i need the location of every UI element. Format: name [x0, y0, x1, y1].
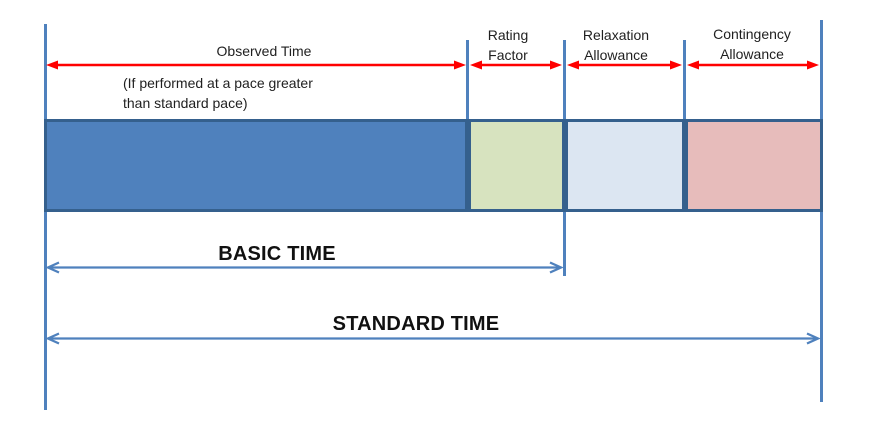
rating-factor-bar	[468, 119, 565, 212]
arrowhead-right	[670, 60, 682, 70]
observed-time-label: Observed Time	[216, 43, 312, 59]
arrowhead-right	[806, 332, 821, 345]
rating-factor-range-arrow	[470, 60, 562, 70]
arrowhead-right	[454, 60, 466, 70]
relaxation-start-line	[563, 40, 566, 120]
contingency-allowance-label: Contingency Allowance	[713, 26, 791, 62]
relaxation-allowance-label: Relaxation Allowance	[582, 27, 650, 63]
contingency-start-line	[683, 40, 686, 120]
arrowhead-right	[549, 261, 564, 274]
basic-time-arrow	[45, 261, 564, 274]
left-boundary-line	[44, 24, 47, 410]
contingency-allowance-range-arrow	[687, 60, 819, 70]
arrowhead-left	[567, 60, 579, 70]
basic-time-label: BASIC TIME	[218, 243, 336, 265]
arrowhead-left	[45, 332, 60, 345]
standard-time-label: STANDARD TIME	[332, 313, 500, 335]
contingency-allowance-bar	[685, 119, 823, 212]
relaxation-allowance-bar	[565, 119, 685, 212]
basic-time-end-line	[563, 212, 566, 276]
observed-time-bar	[44, 119, 468, 212]
rating-factor-label: Rating Factor	[487, 27, 529, 63]
observed-time-note: (If performed at a pace greater than sta…	[123, 75, 313, 111]
arrowhead-left	[687, 60, 699, 70]
rating-start-line	[466, 40, 469, 120]
arrowhead-left	[470, 60, 482, 70]
arrowhead-left	[45, 261, 60, 274]
standard-time-arrow	[45, 332, 821, 345]
relaxation-allowance-range-arrow	[567, 60, 682, 70]
arrowhead-left	[46, 60, 58, 70]
observed-time-range-arrow	[46, 60, 466, 70]
arrowhead-right	[550, 60, 562, 70]
arrowhead-right	[807, 60, 819, 70]
